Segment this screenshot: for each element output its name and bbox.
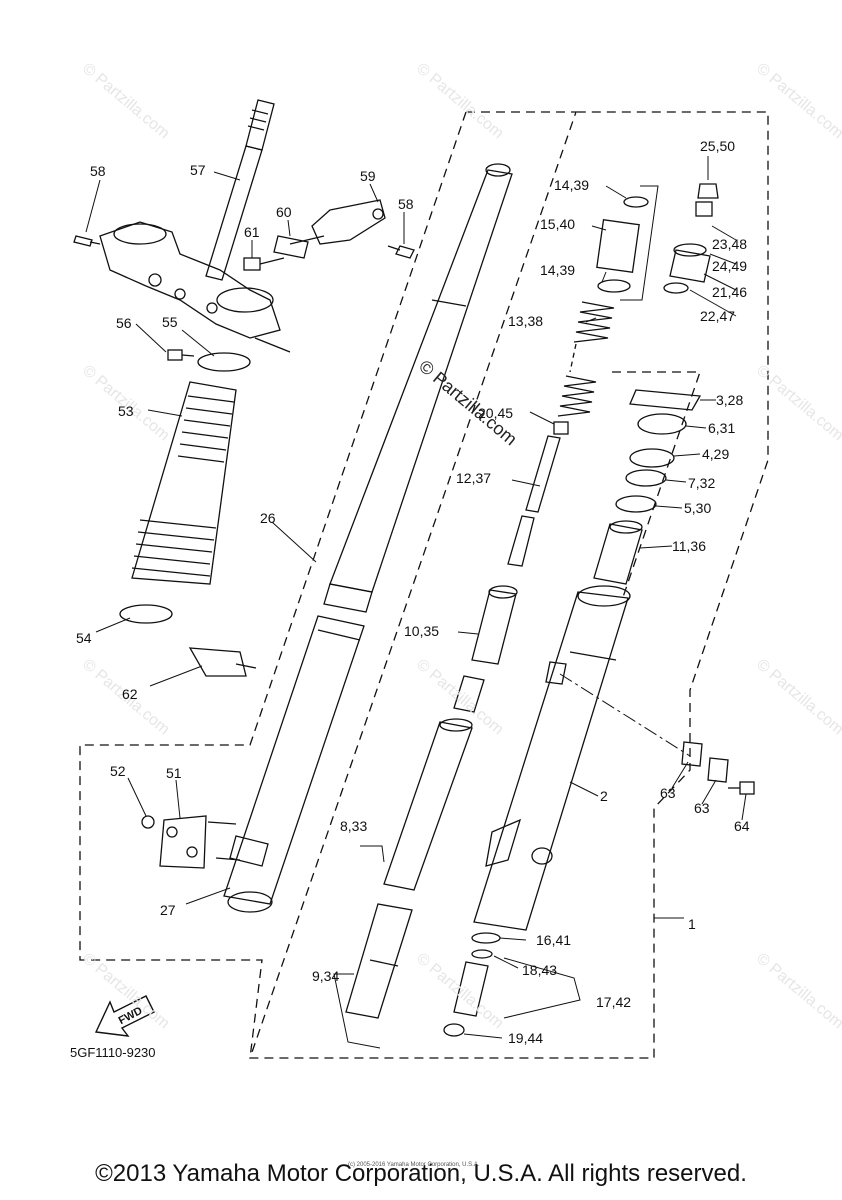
callout-12-37: 12,37	[456, 470, 492, 486]
small-print: (c) 2005-2016 Yamaha Motor Corporation, …	[348, 1162, 480, 1168]
cylinder-9-34-part	[345, 903, 413, 1019]
callout-14-39: 14,39	[540, 262, 576, 278]
bushing-11-36-part	[593, 520, 643, 585]
callout-64: 64	[734, 818, 750, 834]
outer-tube-right	[473, 585, 631, 931]
spring-part	[557, 301, 615, 417]
callout-53: 53	[118, 403, 134, 419]
steering-stem-part	[205, 99, 275, 281]
callout-26: 26	[260, 510, 276, 526]
callout-52: 52	[110, 763, 126, 779]
callout-22-47: 22,47	[700, 308, 736, 324]
callout-9-34: 9,34	[312, 968, 340, 984]
copyright-notice: ©2013 Yamaha Motor Corporation, U.S.A. A…	[95, 1160, 747, 1187]
callout-63: 63	[694, 800, 710, 816]
callout-25-50: 25,50	[700, 138, 736, 154]
oring-18-43	[471, 949, 493, 959]
spacer-15-40	[596, 218, 640, 274]
callout-63: 63	[660, 785, 676, 801]
washer-14-39-top	[623, 196, 649, 208]
callout-19-44: 19,44	[508, 1030, 544, 1046]
washer-4-29	[629, 448, 675, 468]
callout-8-33: 8,33	[340, 818, 368, 834]
callout-13-38: 13,38	[508, 313, 544, 329]
callout-27: 27	[160, 902, 176, 918]
callout-20-45: 20,45	[478, 405, 514, 421]
callout-3-28: 3,28	[716, 392, 744, 408]
callout-24-49: 24,49	[712, 258, 748, 274]
seal-3-28	[629, 389, 702, 411]
bracket-top-group	[620, 185, 659, 301]
callout-58: 58	[90, 163, 106, 179]
bolt-56	[167, 349, 195, 361]
bottom-bolt-part	[443, 961, 489, 1037]
oil-seal-6-31	[637, 413, 687, 435]
callout-5-30: 5,30	[684, 500, 712, 516]
callout-55: 55	[162, 314, 178, 330]
fork-boot-part	[131, 381, 237, 585]
under-bracket-part	[99, 221, 281, 339]
callout-17-42: 17,42	[596, 994, 632, 1010]
leader-8-33	[360, 845, 385, 863]
callout-61: 61	[244, 224, 260, 240]
bushing-10-35-part	[471, 585, 518, 665]
callout-21-46: 21,46	[712, 284, 748, 300]
caliper-plate-part	[159, 815, 207, 869]
callout-leaders	[85, 156, 747, 1039]
piece-small	[453, 675, 485, 713]
cylinder-part	[383, 718, 473, 891]
damper-rod-part	[507, 421, 569, 567]
nut-52	[141, 815, 155, 829]
callout-23-48: 23,48	[712, 236, 748, 252]
callout-56: 56	[116, 315, 132, 331]
callout-58: 58	[398, 196, 414, 212]
bolt-58-right	[387, 245, 415, 259]
callout-6-31: 6,31	[708, 420, 736, 436]
outer-tube-left	[223, 615, 365, 913]
axle-holder-63b	[707, 757, 729, 783]
cap-bolt-part	[663, 183, 719, 294]
clamp-62-part	[188, 647, 257, 677]
washer-14-39-bottom	[597, 279, 631, 293]
callout-16-41: 16,41	[536, 932, 572, 948]
callout-7-32: 7,32	[688, 475, 716, 491]
callout-59: 59	[360, 168, 376, 184]
callout-11-36: 11,36	[672, 538, 706, 554]
callout-57: 57	[190, 162, 206, 178]
drawing-code: 5GF1110-9230	[70, 1045, 156, 1060]
callout-15-40: 15,40	[540, 216, 576, 232]
washer-16-41	[471, 932, 501, 944]
bolt-58-left	[73, 235, 101, 247]
callout-62: 62	[122, 686, 138, 702]
inner-bracket	[612, 371, 701, 601]
leader-17-42	[503, 957, 581, 1019]
clip-7-32	[625, 469, 667, 487]
callout-18-43: 18,43	[522, 962, 558, 978]
callout-10-35: 10,35	[404, 623, 440, 639]
bolt-64	[728, 781, 755, 795]
axle-holder-63a	[681, 741, 703, 767]
clamp-54	[119, 604, 173, 624]
callout-60: 60	[276, 204, 292, 220]
callout-14-39: 14,39	[554, 177, 590, 193]
axis-line	[559, 673, 691, 757]
leader-9-34	[333, 973, 381, 1049]
fwd-arrow-icon	[94, 995, 155, 1037]
bolt-set-27	[207, 821, 241, 861]
leader-line	[254, 337, 291, 353]
callout-51: 51	[166, 765, 182, 781]
inner-tube-left	[323, 163, 513, 613]
callout-54: 54	[76, 630, 92, 646]
bolt-61	[243, 257, 285, 271]
callout-2: 2	[600, 788, 608, 804]
callout-1: 1	[688, 916, 696, 932]
outer-fork-group-outline	[79, 111, 769, 1059]
cable-guide-part	[273, 199, 386, 259]
metal-5-30	[615, 495, 657, 513]
callout-4-29: 4,29	[702, 446, 730, 462]
clamp-55	[197, 352, 251, 372]
